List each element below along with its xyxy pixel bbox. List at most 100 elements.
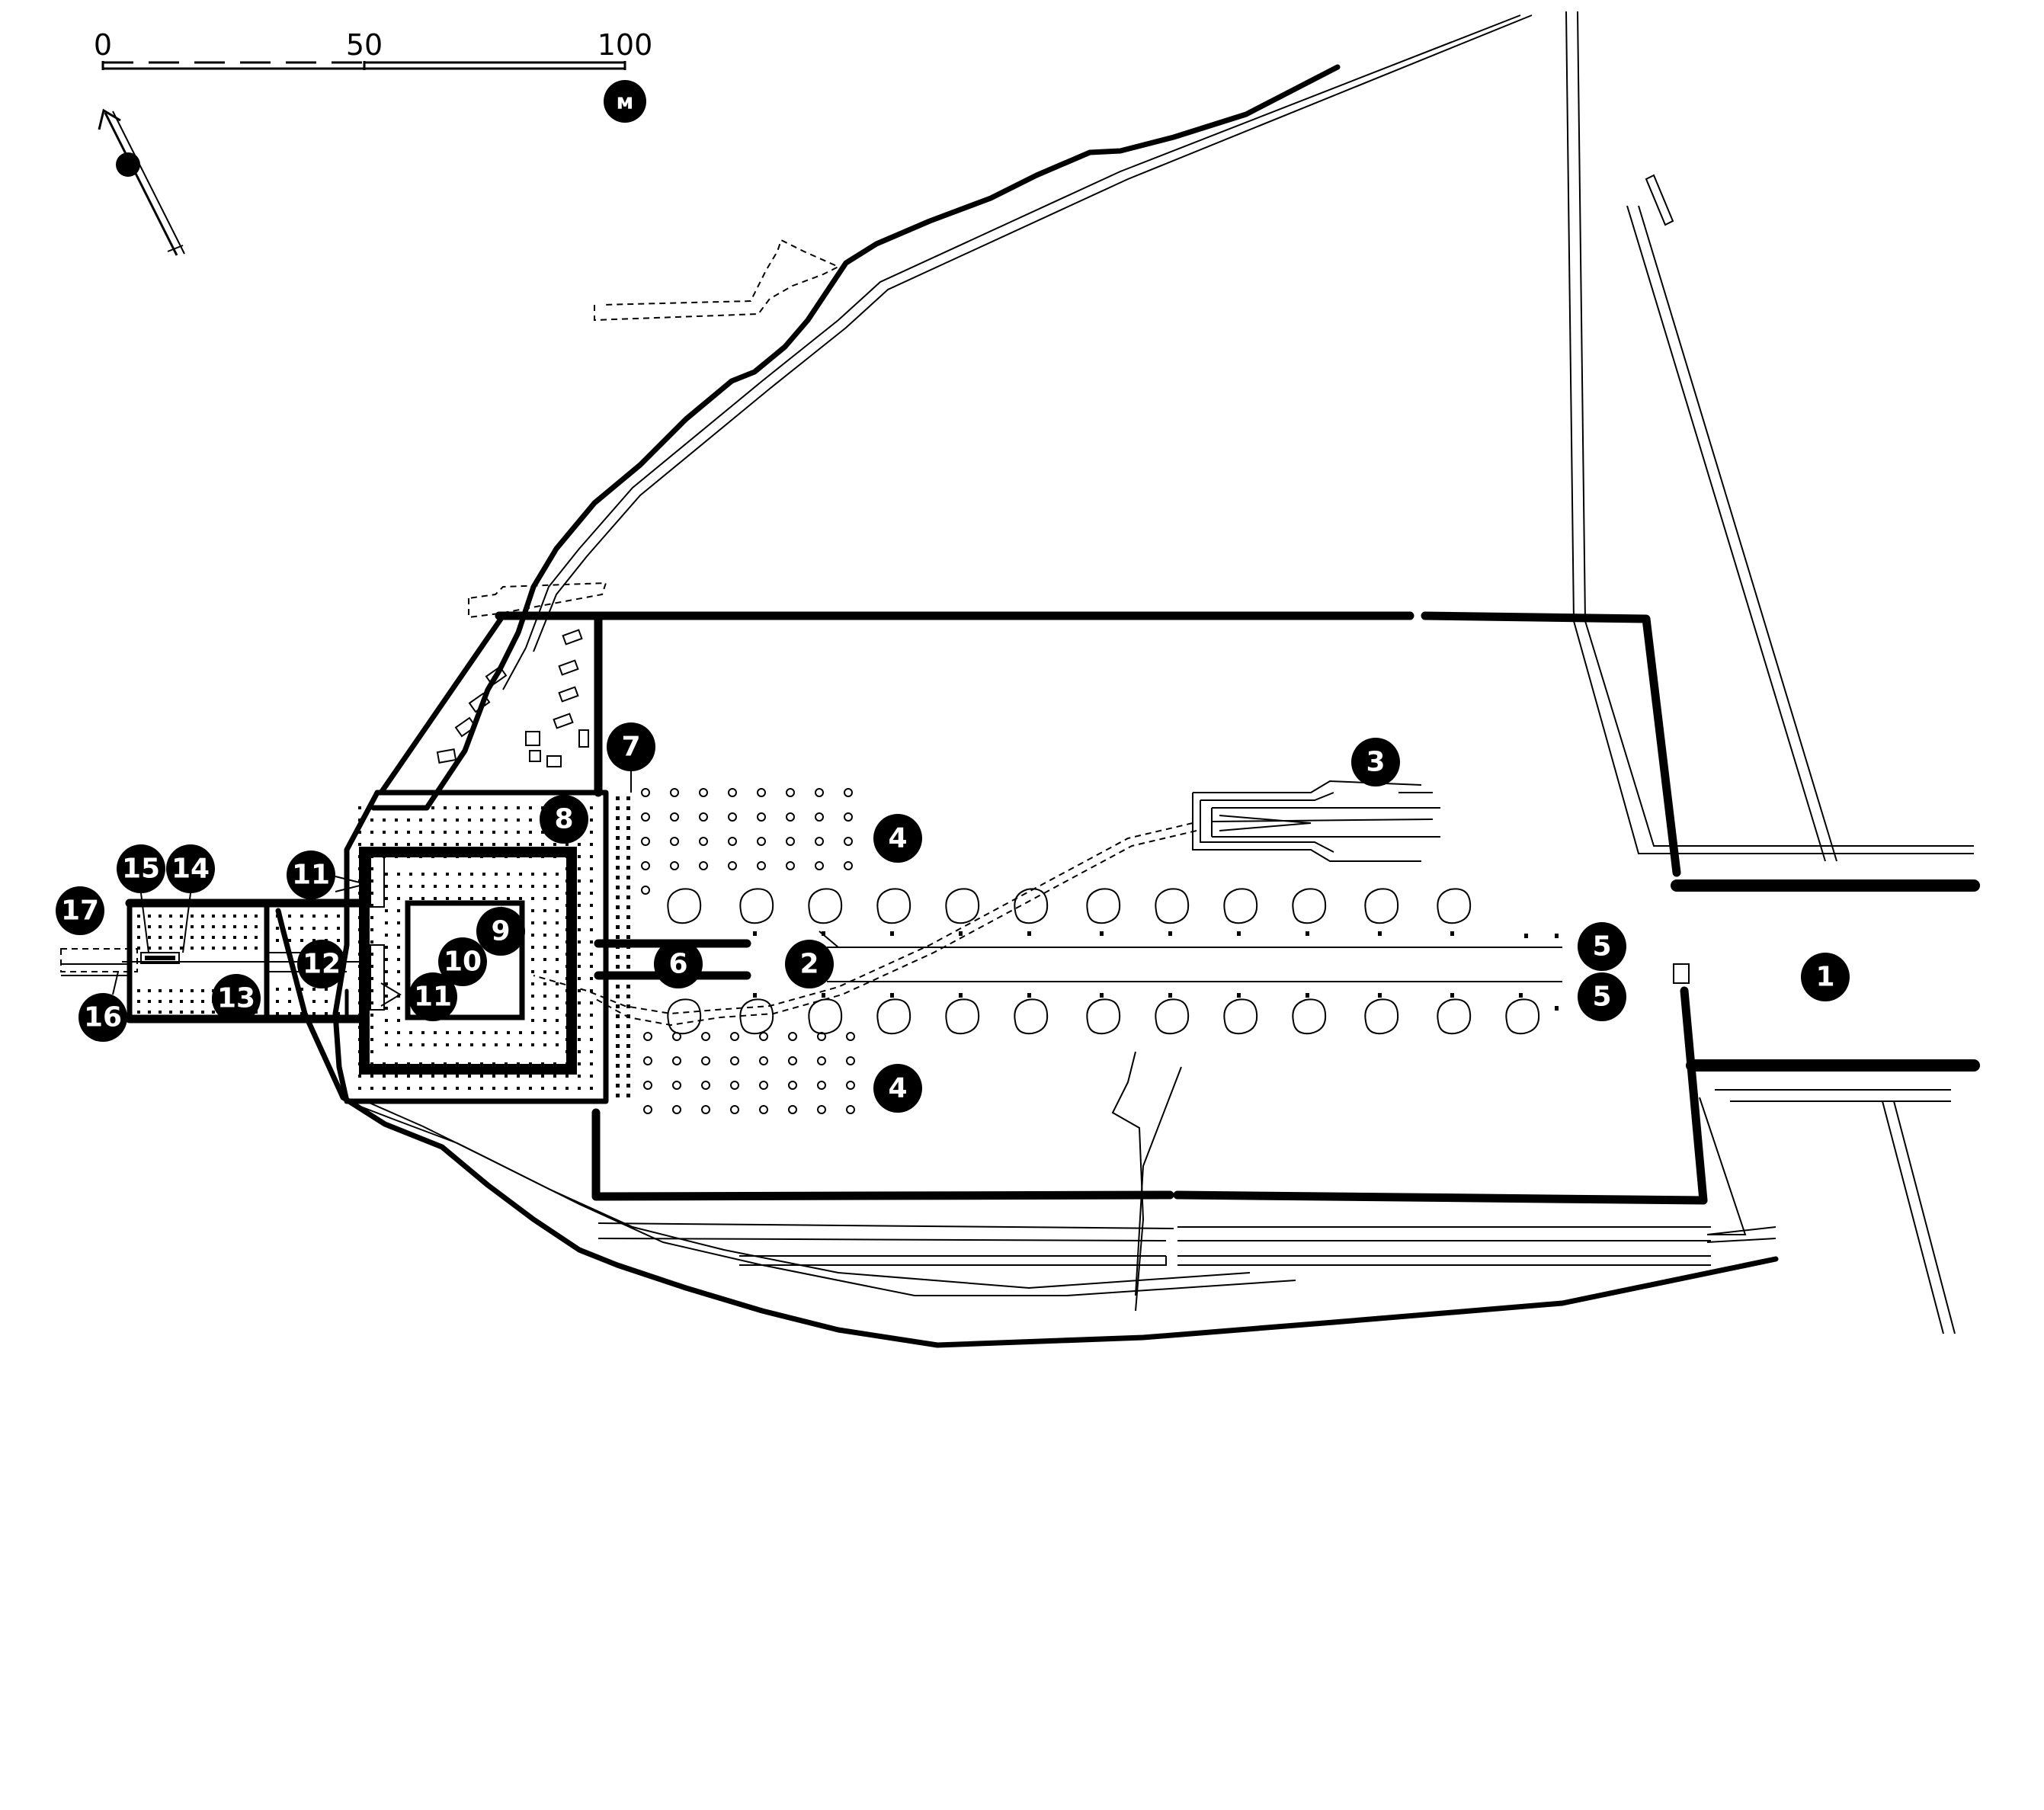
column-dot [578,1087,581,1090]
column-dot [397,885,400,888]
column [844,837,853,846]
column-dot [312,939,316,942]
statue-base [1100,993,1104,998]
column-dot [180,936,183,939]
column-dot [565,989,569,992]
label-13: 13 [212,974,261,1023]
colonnade-dot [616,895,620,899]
colonnade-dot [616,1034,620,1038]
column-dot [201,936,204,939]
column-dot [531,897,534,900]
column-dot [358,1075,361,1078]
column-dot [565,1038,569,1041]
column-dot [385,958,388,961]
column-dot [431,831,434,834]
column-dot [505,806,508,809]
column-dot [431,843,434,846]
column-dot [419,1087,422,1090]
column-dot [480,843,483,846]
column-dot [385,921,388,924]
column-dot [137,989,140,992]
label-11-south: 11 [408,972,457,1021]
column [757,812,766,822]
column-dot [556,1007,559,1010]
column-dot [480,1062,483,1065]
column-dot [288,939,291,942]
column [643,1081,652,1090]
column-dot [419,843,422,846]
column-dot [169,925,172,928]
column-dot [531,921,534,924]
column-dot [223,915,226,918]
column-dot [159,989,162,992]
column [730,1081,739,1090]
column-dot [492,819,495,822]
column-dot [370,977,373,980]
column [757,837,766,846]
column [846,1081,855,1090]
column-dot [531,873,534,876]
svg-text:9: 9 [491,916,510,947]
column-dot [492,1087,495,1090]
column-dot [565,1062,569,1065]
column [643,1105,652,1114]
colonnade-dot [626,876,630,879]
column-dot [358,940,361,943]
column-dot [505,1087,508,1090]
column [670,812,679,822]
column-dot [553,1062,556,1065]
column-dot [180,925,183,928]
column-dot [370,855,373,858]
column-dot [519,885,522,888]
column-dot [578,1001,581,1004]
statue [1086,998,1121,1035]
column-dot [565,916,569,919]
svg-text:5: 5 [1592,931,1611,963]
label-11-north: 11 [287,851,335,899]
column-dot [395,806,398,809]
column-dot [385,1007,388,1010]
column-dot [325,1012,328,1015]
column-dot [397,1019,400,1022]
column [699,837,708,846]
column-dot [456,1075,459,1078]
column-dot [370,928,373,931]
column-dot [370,1050,373,1053]
column [641,837,650,846]
column [670,788,679,797]
column-dot [358,1026,361,1029]
column-dot [480,831,483,834]
column-dot [288,927,291,930]
column-dot [385,1019,388,1022]
statue [1086,888,1121,924]
column-dot [137,936,140,939]
column-dot [505,819,508,822]
column-dot [407,1087,410,1090]
column-dot [590,1050,593,1053]
column-dot [553,1087,556,1090]
svg-text:4: 4 [888,823,907,854]
column-dot [458,1043,461,1046]
column-dot [470,897,473,900]
column-dot [444,855,447,858]
column-dot [543,921,546,924]
column-dot [468,1062,471,1065]
column-dot [556,1043,559,1046]
column-dot [421,1031,424,1034]
colonnade-dot [616,816,620,820]
column-dot [431,1075,434,1078]
column-dot [480,806,483,809]
column-dot [395,855,398,858]
column-dot [565,879,569,883]
column-dot [531,1007,534,1010]
column-dot [212,936,215,939]
column [788,1032,797,1041]
column-dot [255,936,258,939]
column-dot [431,1087,434,1090]
column-dot [543,1043,546,1046]
column-dot [255,915,258,918]
column-dot [492,806,495,809]
column-dot [159,1000,162,1003]
column-dot [556,909,559,912]
column-dot [212,915,215,918]
